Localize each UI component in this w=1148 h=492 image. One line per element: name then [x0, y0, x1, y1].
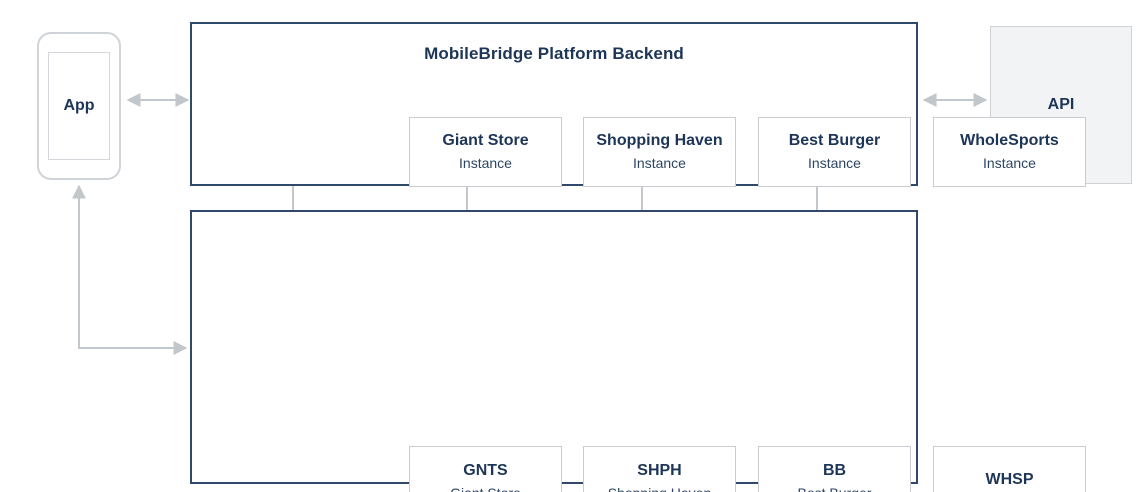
instance-card-best-burger: Best Burger Instance — [758, 117, 911, 187]
instance-card-shopping-haven: Shopping Haven Instance — [583, 117, 736, 187]
instance-name: WholeSports — [960, 132, 1059, 150]
instance-name: Giant Store — [442, 132, 529, 150]
token-panel: GNTS Giant Store Token SHPH Shopping Hav… — [190, 210, 1086, 492]
token-name: Giant Store Token — [450, 484, 521, 492]
token-name: Shopping Haven Token — [608, 484, 712, 492]
token-card-shph: SHPH Shopping Haven Token — [583, 446, 736, 492]
connector-app-tokenpanel — [72, 184, 188, 355]
backend-panel-title: MobileBridge Platform Backend — [424, 44, 684, 63]
instance-type: Instance — [983, 155, 1036, 172]
token-symbol: WHSP — [985, 470, 1034, 488]
token-card-whsp: WHSP WholeSports Token — [933, 446, 1086, 492]
token-name: Best Burger Token — [798, 484, 872, 492]
app-label: App — [63, 97, 95, 114]
instance-name: Best Burger — [788, 132, 881, 150]
instance-card-giant-store: Giant Store Instance — [409, 117, 562, 187]
token-symbol: GNTS — [463, 461, 508, 479]
token-card-bb: BB Best Burger Token — [758, 446, 911, 492]
app-phone-shape: App — [37, 32, 121, 180]
token-symbol: SHPH — [637, 461, 682, 479]
instance-name: Shopping Haven — [596, 132, 723, 150]
app-screen: App — [48, 52, 110, 160]
instance-type: Instance — [459, 155, 512, 172]
token-card-gnts: GNTS Giant Store Token — [409, 446, 562, 492]
instance-type: Instance — [633, 155, 686, 172]
instance-card-wholesports: WholeSports Instance — [933, 117, 1086, 187]
instance-type: Instance — [808, 155, 861, 172]
backend-panel: MobileBridge Platform Backend Giant Stor… — [190, 22, 1086, 187]
api-label: API — [1047, 96, 1075, 113]
token-symbol: BB — [822, 461, 847, 479]
